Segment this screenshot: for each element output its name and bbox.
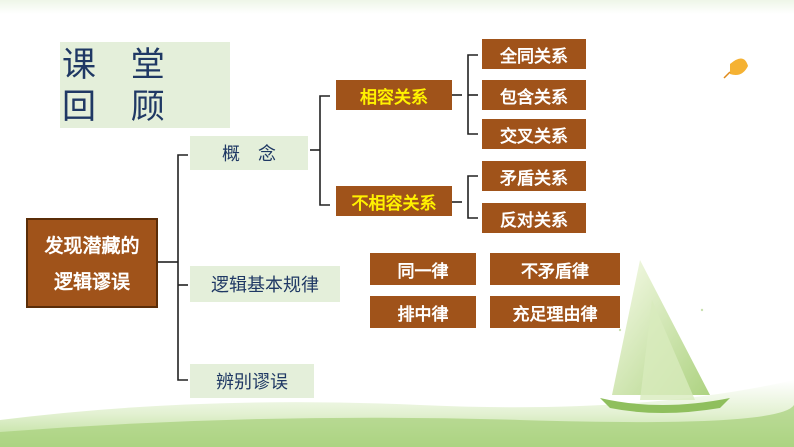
item-intersection-relation: 交叉关系 [482,119,586,149]
root-node: 发现潜藏的 逻辑谬误 [26,218,158,308]
page-title: 课 堂 回 顾 [62,45,177,127]
item-identity-relation: 全同关系 [482,39,586,69]
branch-identify-fallacies: 辨别谬误 [190,364,314,398]
law-sufficient-reason: 充足理由律 [490,296,620,328]
title-background [60,42,230,128]
branch-concept: 概 念 [190,136,308,170]
item-contrary-relation: 反对关系 [482,203,586,233]
law-non-contradiction: 不矛盾律 [490,253,620,285]
branch-basic-laws: 逻辑基本规律 [190,266,340,302]
root-line-2: 逻辑谬误 [53,271,130,293]
relation-compatible: 相容关系 [336,80,452,110]
relation-incompatible: 不相容关系 [336,186,452,216]
law-identity: 同一律 [370,253,476,285]
top-decor-band [0,0,794,14]
law-excluded-middle: 排中律 [370,296,476,328]
root-line-1: 发现潜藏的 [44,235,140,257]
item-contradictory-relation: 矛盾关系 [482,161,586,191]
item-inclusion-relation: 包含关系 [482,80,586,110]
